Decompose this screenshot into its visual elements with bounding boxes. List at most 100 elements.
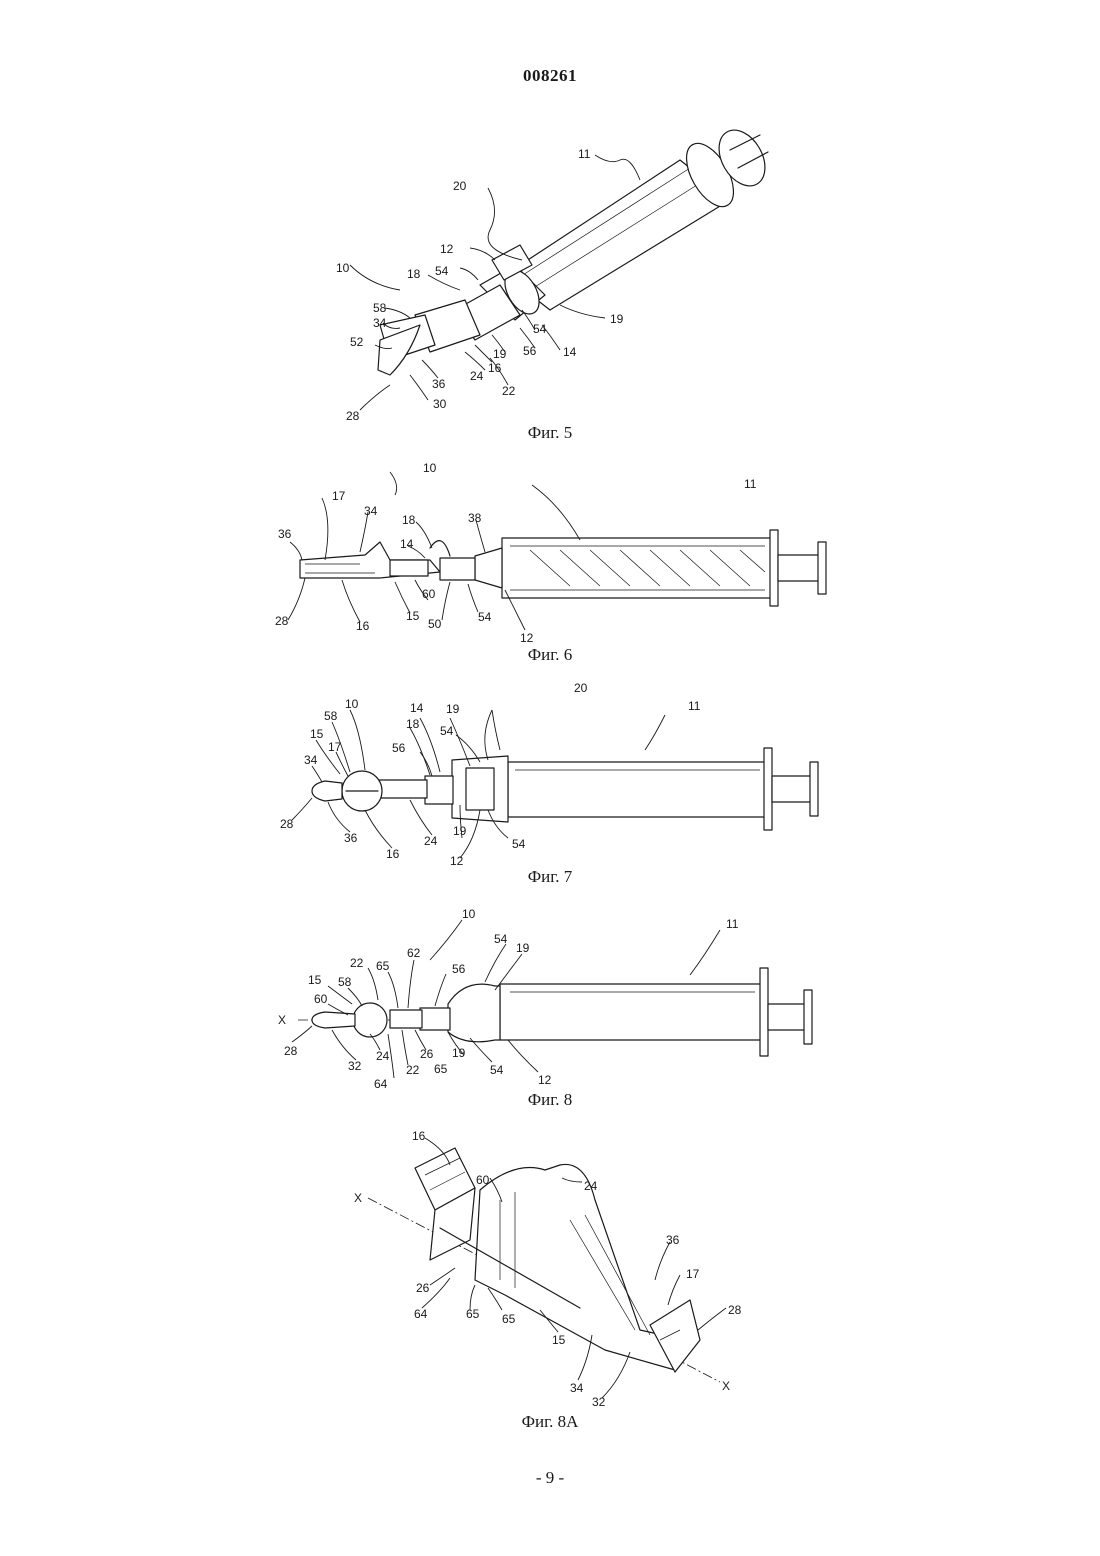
figure-6-drawing: 10 11 17 34 18 38 14 36 28 16 15 60 50 5…: [270, 460, 840, 650]
fig8a-label-36: 36: [666, 1233, 680, 1247]
fig8-label-65: 65: [376, 959, 390, 973]
fig5-label-14: 14: [563, 345, 577, 359]
page-number: - 9 -: [0, 1468, 1100, 1488]
fig5-label-19b: 19: [610, 312, 624, 326]
fig8-label-X: X: [278, 1013, 286, 1027]
figure-6-caption: Фиг. 6: [450, 645, 650, 665]
fig8-label-22b: 22: [406, 1063, 420, 1077]
fig7-label-34: 34: [304, 753, 318, 767]
fig5-label-18: 18: [407, 267, 421, 281]
fig7-label-20: 20: [574, 681, 588, 695]
fig8-label-32: 32: [348, 1059, 362, 1073]
fig5-label-22: 22: [502, 384, 516, 398]
fig8-label-54b: 54: [490, 1063, 504, 1077]
fig6-label-60: 60: [422, 587, 436, 601]
fig8-label-62: 62: [407, 946, 421, 960]
fig8-label-10: 10: [462, 907, 476, 921]
fig5-label-58: 58: [373, 301, 387, 315]
fig7-label-14: 14: [410, 701, 424, 715]
fig5-label-19: 19: [493, 347, 507, 361]
fig6-label-36: 36: [278, 527, 292, 541]
fig7-label-12: 12: [450, 854, 464, 868]
fig8-label-28: 28: [284, 1044, 298, 1058]
fig7-label-56: 56: [392, 741, 406, 755]
fig8a-label-16: 16: [412, 1129, 426, 1143]
fig8-label-65b: 65: [434, 1062, 448, 1076]
fig5-label-10: 10: [336, 261, 350, 275]
fig7-label-24: 24: [424, 834, 438, 848]
fig8a-label-32: 32: [592, 1395, 606, 1409]
fig7-label-16: 16: [386, 847, 400, 861]
fig6-label-17: 17: [332, 489, 346, 503]
fig8-label-58: 58: [338, 975, 352, 989]
figure-7-caption: Фиг. 7: [450, 867, 650, 887]
fig6-label-54: 54: [478, 610, 492, 624]
fig7-label-36: 36: [344, 831, 358, 845]
fig8-label-22: 22: [350, 956, 364, 970]
fig6-label-11: 11: [744, 477, 757, 491]
document-number: 008261: [0, 66, 1100, 86]
figure-5-caption: Фиг. 5: [450, 423, 650, 443]
fig5-label-34: 34: [373, 316, 387, 330]
fig7-label-18: 18: [406, 717, 420, 731]
fig7-label-28: 28: [280, 817, 294, 831]
figure-8-caption: Фиг. 8: [450, 1090, 650, 1110]
fig8a-label-34: 34: [570, 1381, 584, 1395]
fig5-label-12: 12: [440, 242, 454, 256]
fig7-label-19b: 19: [453, 824, 467, 838]
fig5-label-36: 36: [432, 377, 446, 391]
fig5-label-52: 52: [350, 335, 364, 349]
fig6-label-28: 28: [275, 614, 289, 628]
fig8a-label-26: 26: [416, 1281, 430, 1295]
fig8-label-15: 15: [308, 973, 322, 987]
fig6-label-16: 16: [356, 619, 370, 633]
fig5-label-54b: 54: [533, 322, 547, 336]
fig5-label-28: 28: [346, 409, 360, 423]
fig8a-label-15: 15: [552, 1333, 566, 1347]
fig7-label-54b: 54: [512, 837, 526, 851]
fig8-label-54: 54: [494, 932, 508, 946]
fig7-label-54: 54: [440, 724, 454, 738]
fig5-label-24: 24: [470, 369, 484, 383]
fig8a-label-28: 28: [728, 1303, 742, 1317]
fig5-label-30: 30: [433, 397, 447, 411]
fig7-label-19: 19: [446, 702, 460, 716]
fig7-label-15: 15: [310, 727, 324, 741]
fig8-label-11: 11: [726, 917, 739, 931]
fig8a-label-65b: 65: [502, 1312, 516, 1326]
fig8-label-26: 26: [420, 1047, 434, 1061]
figure-7-drawing: 20 11 10 14 19 58 18 54 15 56 17 34 28 3…: [270, 680, 830, 870]
fig8a-label-24: 24: [584, 1179, 598, 1193]
fig6-label-14: 14: [400, 537, 414, 551]
figure-8-drawing: 10 11 54 19 22 65 62 56 15 58 60 X 28 32…: [270, 900, 830, 1090]
fig6-label-15: 15: [406, 609, 420, 623]
fig6-label-12: 12: [520, 631, 534, 645]
figure-8a-drawing: 16 60 24 X 36 17 28 26 64 65 65 15 34 32…: [330, 1120, 770, 1410]
fig6-label-50: 50: [428, 617, 442, 631]
fig5-label-54: 54: [435, 264, 449, 278]
fig6-label-10: 10: [423, 461, 437, 475]
fig8a-label-65: 65: [466, 1307, 480, 1321]
fig8a-label-X: X: [354, 1191, 362, 1205]
fig7-label-58: 58: [324, 709, 338, 723]
fig8-label-24: 24: [376, 1049, 390, 1063]
fig8-label-12: 12: [538, 1073, 552, 1087]
fig5-label-16: 16: [488, 361, 502, 375]
fig8a-label-64: 64: [414, 1307, 428, 1321]
fig8-label-19: 19: [516, 941, 530, 955]
fig8-label-64: 64: [374, 1077, 388, 1090]
fig7-label-11: 11: [688, 699, 701, 713]
fig5-label-56: 56: [523, 344, 537, 358]
fig8a-label-17: 17: [686, 1267, 700, 1281]
fig7-label-10: 10: [345, 697, 359, 711]
fig8a-label-60: 60: [476, 1173, 490, 1187]
figure-5-drawing: 11 20 12 54 18 10 58 34 52 28 36 30 24 1…: [260, 120, 820, 430]
fig8-label-60: 60: [314, 992, 328, 1006]
figure-8a-caption: Фиг. 8A: [450, 1412, 650, 1432]
fig5-label-11: 11: [578, 147, 591, 161]
fig5-label-20: 20: [453, 179, 467, 193]
fig6-label-18: 18: [402, 513, 416, 527]
fig8-label-19b: 19: [452, 1046, 466, 1060]
fig6-label-38: 38: [468, 511, 482, 525]
